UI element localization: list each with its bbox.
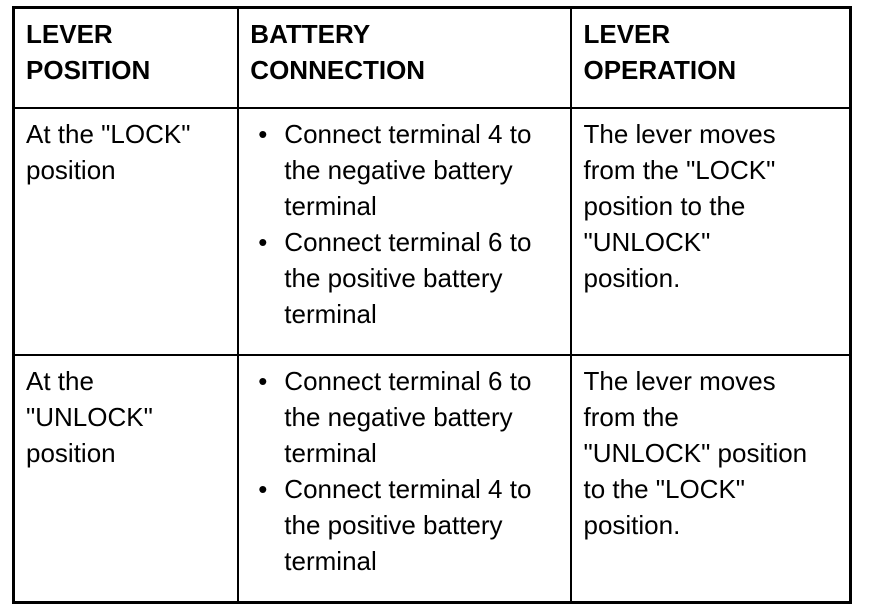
cell-lever-operation-row-2: The lever moves from the "UNLOCK" positi… [570,354,851,603]
cell-lever-position-row-1: At the "LOCK" position [13,107,240,356]
cell-lever-position-row-2: At the "UNLOCK" position [13,354,240,603]
list-item: • Connect terminal 6 to the negative bat… [250,363,560,471]
table-header-row: LEVER POSITION BATTERY CONNECTION LEVER … [13,7,851,109]
header-label-lever-operation: LEVER OPERATION [583,19,737,85]
header-label-battery-connection: BATTERY CONNECTION [250,19,426,85]
battery-connection-list-row-2: • Connect terminal 6 to the negative bat… [250,363,560,579]
list-item: • Connect terminal 4 to the positive bat… [250,471,560,579]
list-item-label: Connect terminal 4 to the positive batte… [284,474,532,576]
bullet-icon: • [258,474,268,504]
header-cell-battery-connection: BATTERY CONNECTION [237,7,573,109]
list-item-label: Connect terminal 6 to the positive batte… [284,227,532,329]
list-item-label: Connect terminal 4 to the negative batte… [284,119,532,221]
list-item: • Connect terminal 4 to the negative bat… [250,116,560,224]
table-row: At the "LOCK" position • Connect termina… [13,107,851,356]
bullet-icon: • [258,366,268,396]
list-item-label: Connect terminal 6 to the negative batte… [284,366,532,468]
list-item: • Connect terminal 6 to the positive bat… [250,224,560,332]
lever-position-text-row-1: At the "LOCK" position [26,119,191,185]
cell-lever-operation-row-1: The lever moves from the "LOCK" position… [570,107,851,356]
cell-battery-connection-row-2: • Connect terminal 6 to the negative bat… [237,354,573,603]
lever-operation-text-row-1: The lever moves from the "LOCK" position… [583,119,776,293]
header-label-lever-position: LEVER POSITION [26,19,151,85]
lever-position-table: LEVER POSITION BATTERY CONNECTION LEVER … [12,6,852,604]
bullet-icon: • [258,119,268,149]
header-cell-lever-position: LEVER POSITION [13,7,240,109]
table-row: At the "UNLOCK" position • Connect termi… [13,354,851,603]
bullet-icon: • [258,227,268,257]
lever-position-table-container: LEVER POSITION BATTERY CONNECTION LEVER … [12,6,852,604]
lever-position-text-row-2: At the "UNLOCK" position [26,366,153,468]
header-cell-lever-operation: LEVER OPERATION [570,7,851,109]
lever-operation-text-row-2: The lever moves from the "UNLOCK" positi… [583,366,808,540]
battery-connection-list-row-1: • Connect terminal 4 to the negative bat… [250,116,560,332]
cell-battery-connection-row-1: • Connect terminal 4 to the negative bat… [237,107,573,356]
